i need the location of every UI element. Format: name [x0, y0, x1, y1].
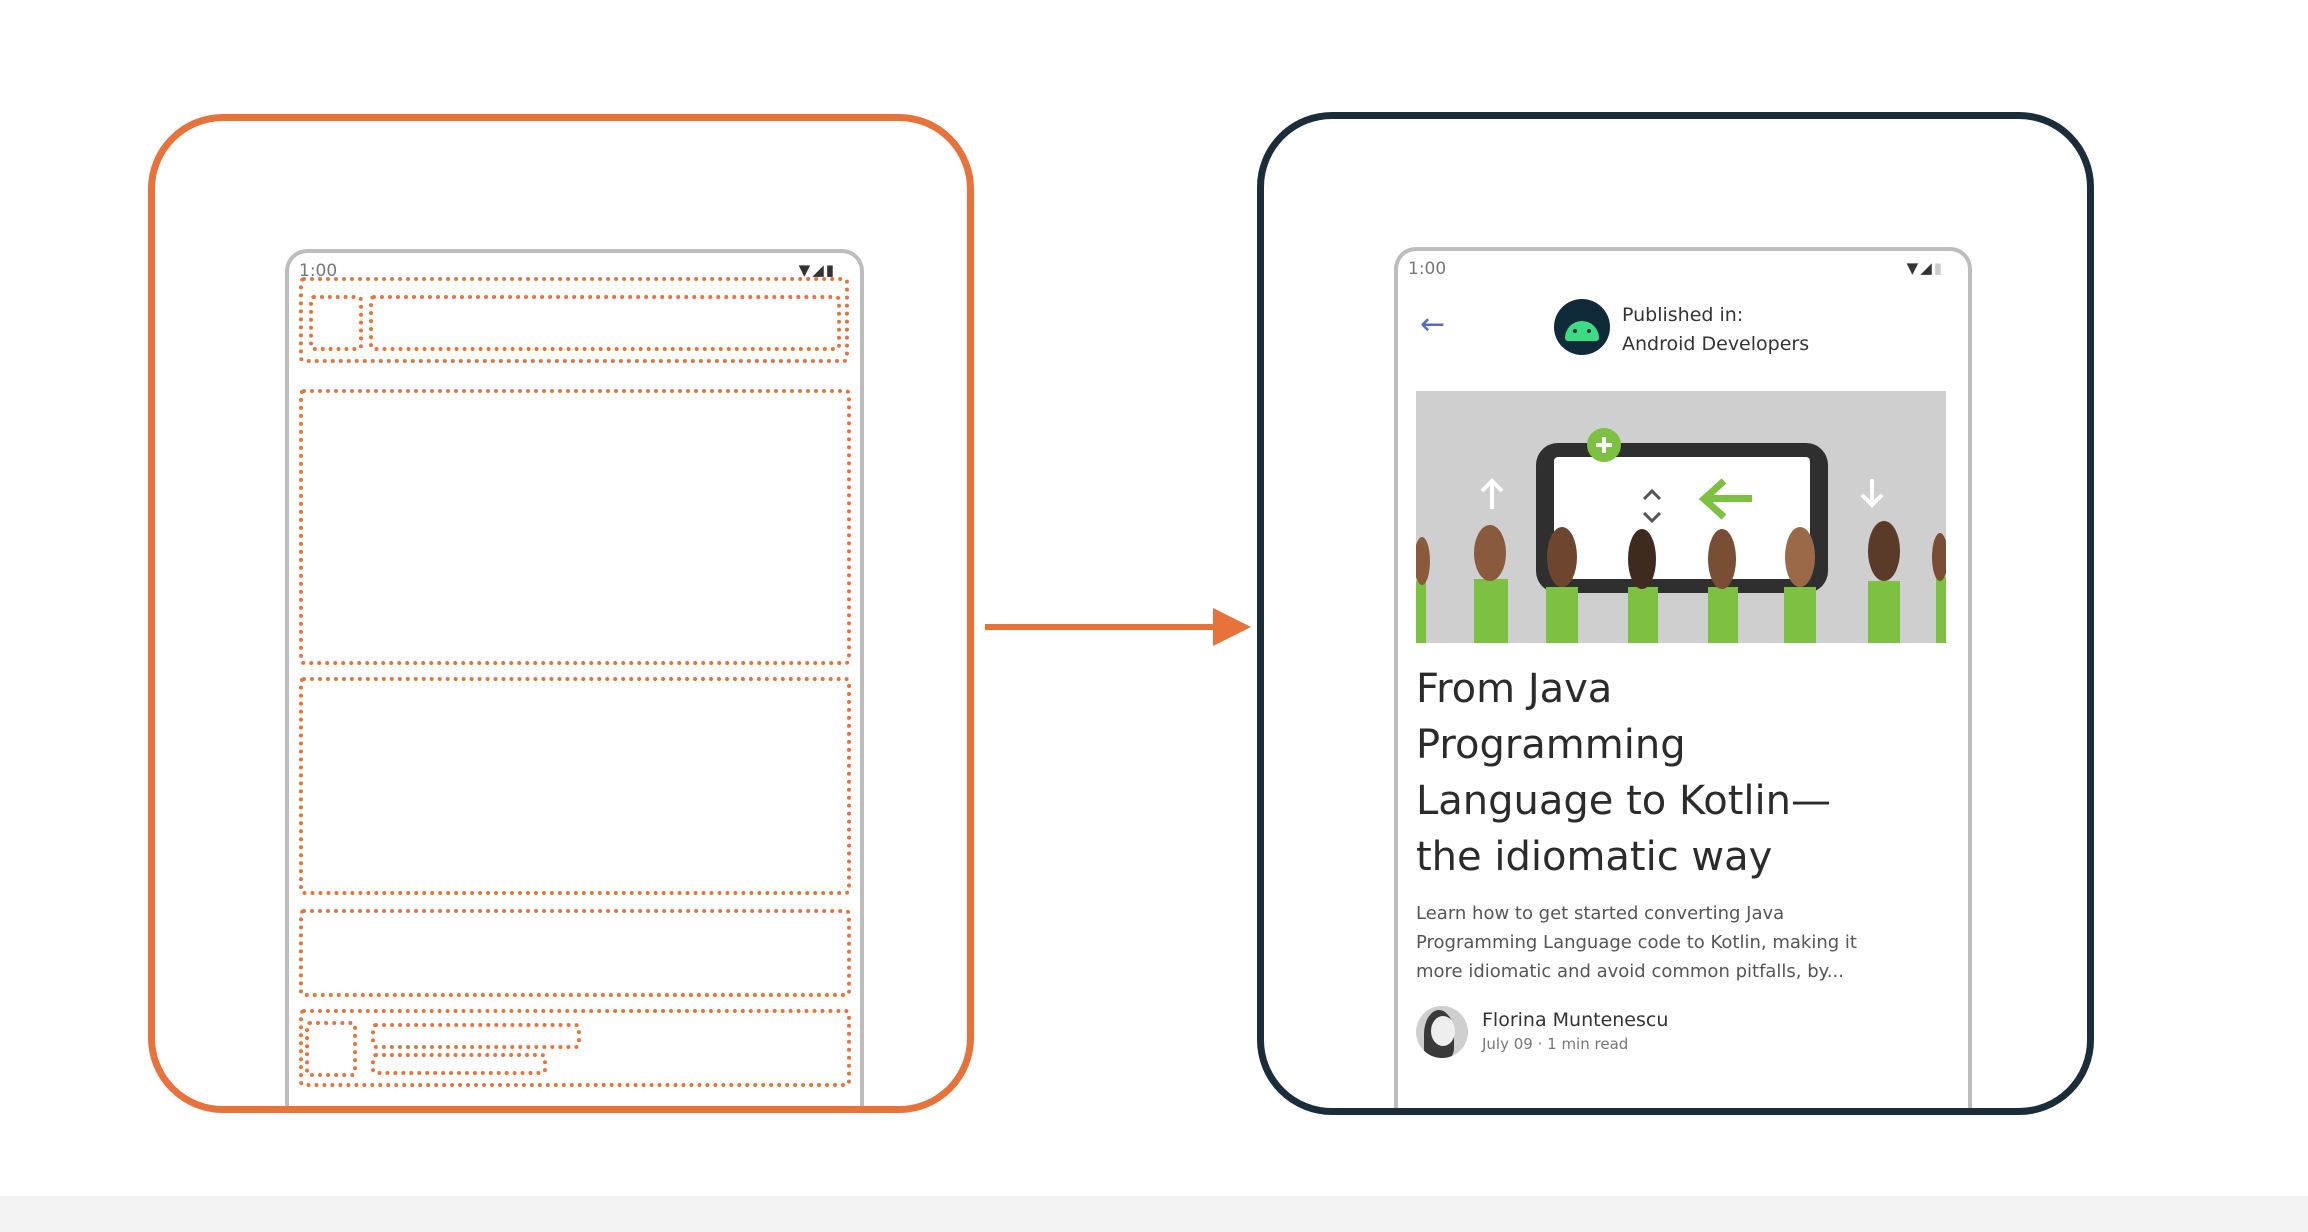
final-ui-card: 1:00 ▼◢▮ ← Published in: Android Develop… — [1257, 112, 2094, 1115]
status-time: 1:00 — [299, 261, 338, 281]
android-logo-icon — [1554, 299, 1610, 355]
transition-arrow-line — [985, 624, 1215, 630]
publication-label: Published in: — [1622, 304, 1744, 326]
article-title[interactable]: From Java Programming Language to Kotlin… — [1416, 661, 1946, 885]
hero-illustration — [1416, 391, 1946, 643]
author-name[interactable]: Florina Muntenescu — [1482, 1009, 1669, 1031]
avatar[interactable] — [1416, 1006, 1468, 1058]
status-icons: ▼◢▮ — [1907, 259, 1944, 277]
wireframe-author-name — [371, 1023, 581, 1049]
excerpt-line: more idiomatic and avoid common pitfalls… — [1416, 961, 1844, 982]
signal-icon: ◢ — [1920, 259, 1934, 277]
wireframe-author-row — [299, 1009, 851, 1087]
article-hero-image — [1416, 391, 1946, 643]
bottom-strip — [0, 1196, 2308, 1232]
wireframe-author-avatar — [305, 1021, 357, 1077]
wifi-icon: ▼ — [798, 261, 813, 279]
excerpt-line: Programming Language code to Kotlin, mak… — [1416, 932, 1857, 953]
title-line: Programming — [1416, 722, 1686, 768]
publication-name[interactable]: Android Developers — [1622, 333, 1810, 355]
wireframe-excerpt-placeholder — [299, 909, 851, 997]
signal-icon: ◢ — [812, 261, 826, 279]
wireframe-phone: 1:00 ▼◢▮ — [285, 249, 864, 1106]
wifi-icon: ▼ — [1906, 259, 1921, 277]
transition-arrow-head — [1213, 608, 1251, 646]
wireframe-title-placeholder — [299, 677, 851, 895]
title-line: From Java — [1416, 666, 1613, 712]
author-meta: July 09 · 1 min read — [1482, 1035, 1629, 1053]
arrow-left-icon[interactable]: ← — [1420, 307, 1446, 342]
publication-info: Published in: Android Developers — [1622, 301, 1809, 359]
title-line: Language to Kotlin— — [1416, 778, 1831, 824]
wireframe-card: 1:00 ▼◢▮ — [148, 114, 974, 1113]
battery-icon: ▮ — [825, 261, 836, 279]
title-line: the idiomatic way — [1416, 834, 1773, 880]
wireframe-top-bar — [299, 277, 849, 363]
wireframe-publication-placeholder — [369, 295, 841, 351]
excerpt-line: Learn how to get started converting Java — [1416, 903, 1785, 924]
status-icons: ▼◢▮ — [799, 261, 836, 279]
final-phone: 1:00 ▼◢▮ ← Published in: Android Develop… — [1394, 247, 1972, 1108]
article-excerpt: Learn how to get started converting Java… — [1416, 899, 1956, 986]
wireframe-avatar-placeholder — [309, 295, 363, 351]
status-time: 1:00 — [1408, 259, 1447, 279]
wireframe-author-meta — [371, 1053, 547, 1075]
battery-icon: ▮ — [1933, 259, 1944, 277]
wireframe-image-placeholder — [299, 389, 851, 665]
